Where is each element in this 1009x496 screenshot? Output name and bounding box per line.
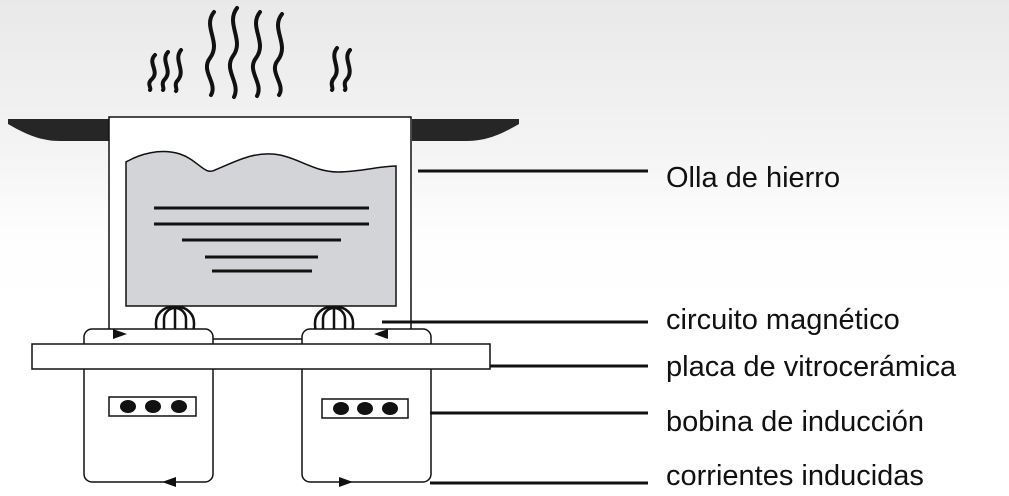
label-corrientes-inducidas: corrientes inducidas — [666, 460, 924, 492]
steam-wave — [342, 48, 352, 92]
label-circuito-magnetico: circuito magnético — [666, 304, 900, 336]
ceramic-plate — [31, 343, 491, 370]
right-handle — [412, 119, 519, 141]
steam-wave — [160, 50, 170, 92]
label-placa-vitroceramica: placa de vitrocerámica — [666, 351, 957, 383]
steam-wave — [227, 6, 239, 99]
liquid — [125, 150, 397, 307]
steam-wave — [272, 12, 284, 97]
label-olla-de-hierro: Olla de hierro — [666, 162, 841, 194]
coil-window-left — [108, 396, 197, 417]
arrow-icon — [162, 477, 176, 487]
coil-window-right — [321, 398, 409, 419]
steam-wave — [250, 10, 262, 98]
steam-wave — [147, 53, 157, 92]
leader-lines — [382, 169, 648, 485]
arrow-icon — [339, 477, 353, 487]
arrow-icon — [113, 329, 127, 339]
steam-wave — [329, 46, 339, 92]
steam-wave — [204, 10, 216, 97]
steam — [147, 6, 352, 99]
arrow-icon — [374, 329, 388, 339]
left-handle — [8, 119, 110, 141]
steam-wave — [173, 48, 183, 93]
liquid-lines — [154, 206, 369, 273]
current-arrows — [113, 329, 388, 487]
label-bobina-induccion: bobina de inducción — [666, 406, 924, 438]
